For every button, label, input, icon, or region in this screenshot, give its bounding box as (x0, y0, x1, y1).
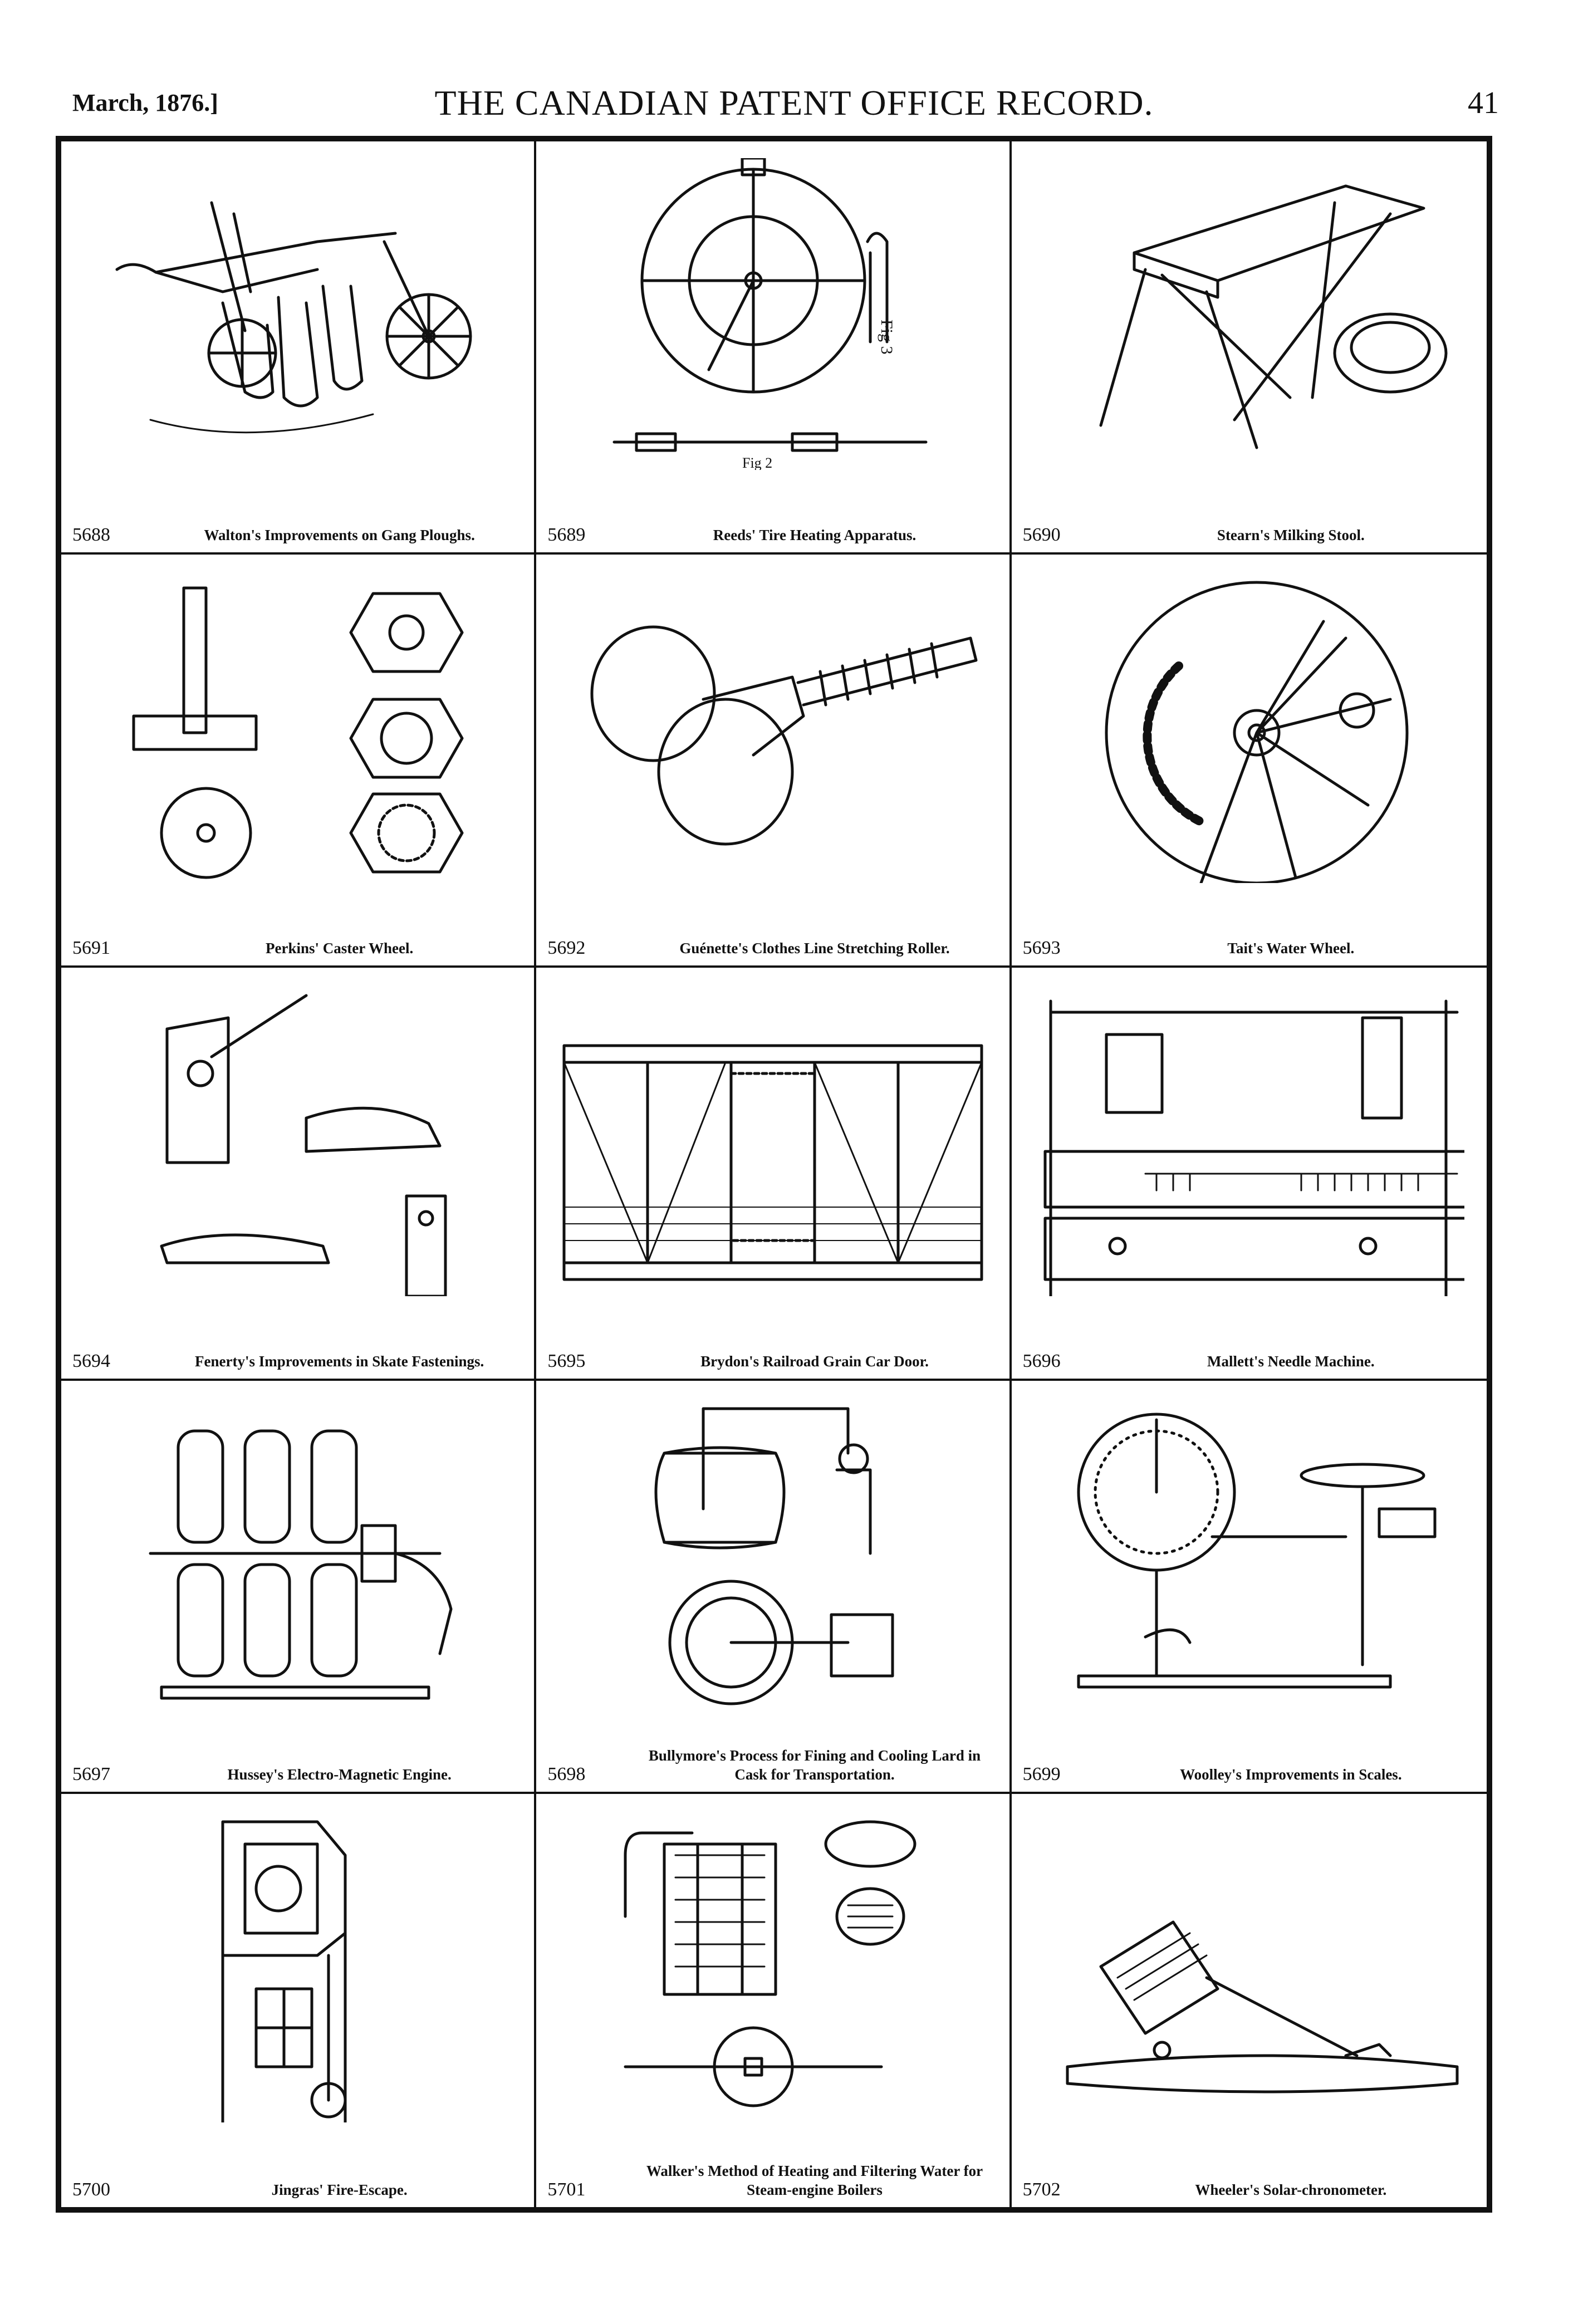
solar-chronometer-illustration (1066, 1920, 1459, 2093)
patent-cell-5695: 5695 Brydon's Railroad Grain Car Door. (536, 968, 1012, 1381)
lard-cooling-cask-illustration (654, 1407, 894, 1705)
patent-title: Wheeler's Solar-chronometer. (1195, 2181, 1387, 2198)
patent-cell-5700: 5700 Jingras' Fire-Escape. (61, 1794, 537, 2207)
patent-title: Jingras' Fire-Escape. (271, 2181, 408, 2198)
patent-title: Perkins' Caster Wheel. (266, 940, 414, 957)
patent-cell-5692: 5692 Guénette's Clothes Line Stretching … (536, 555, 1012, 968)
patent-title: Woolley's Improvements in Scales. (1180, 1766, 1402, 1783)
patent-title: Mallett's Needle Machine. (1207, 1353, 1375, 1370)
patent-title: Fenerty's Improvements in Skate Fastenin… (195, 1353, 484, 1370)
patent-title: Guénette's Clothes Line Stretching Rolle… (679, 940, 950, 957)
patent-cell-5690: 5690 Stearn's Milking Stool. (1011, 141, 1487, 555)
patent-number: 5698 (547, 1764, 586, 1784)
skate-fastening-illustration (160, 994, 447, 1296)
grain-car-door-illustration (562, 1044, 983, 1281)
scales-illustration (1077, 1413, 1437, 1689)
caster-wheel-illustration (132, 586, 464, 879)
header-date: March, 1876.] (72, 89, 218, 116)
patent-title: Brydon's Railroad Grain Car Door. (700, 1353, 929, 1370)
patent-cell-5701: 5701 Walker's Method of Heating and Filt… (536, 1794, 1012, 2207)
patent-number: 5693 (1022, 938, 1061, 958)
patent-cell-5693: 5693 Tait's Water Wheel. (1011, 555, 1487, 968)
fire-escape-illustration (221, 1820, 347, 2122)
electro-magnetic-engine-illustration (149, 1429, 453, 1700)
milking-stool-illustration (1099, 184, 1448, 449)
patent-number: 5692 (547, 938, 586, 958)
patent-cell-5698: 5698 Bullymore's Process for Fining and … (536, 1381, 1012, 1794)
page-title: THE CANADIAN PATENT OFFICE RECORD. (434, 83, 1154, 122)
patent-cell-5702: 5702 Wheeler's Solar-chronometer. (1012, 1794, 1487, 2207)
needle-machine-illustration (1043, 999, 1464, 1296)
fig-2-label: Fig 2 (742, 455, 772, 470)
patent-number: 5695 (547, 1351, 586, 1371)
patent-cell-5694: 5694 Fenerty's Improvements in Skate Fas… (61, 968, 537, 1381)
gang-plough-illustration (115, 201, 472, 434)
water-wheel-illustration (1105, 581, 1409, 883)
patent-title: Tait's Water Wheel. (1227, 940, 1355, 957)
patent-cell-5699: 5699 Woolley's Improvements in Scales. (1011, 1381, 1487, 1794)
patent-cell-5688: 5688 Walton's Improvements on Gang Ploug… (61, 141, 537, 555)
patent-number: 5688 (72, 524, 110, 545)
patent-title: Stearn's Milking Stool. (1217, 527, 1365, 543)
clothes-line-roller-illustration (590, 625, 978, 846)
patent-number: 5697 (72, 1764, 110, 1784)
patent-number: 5691 (72, 938, 110, 958)
boiler-water-heater-illustration (624, 1820, 916, 2107)
patent-illustration-frame: 5688 Walton's Improvements on Gang Ploug… (56, 136, 1492, 2213)
patent-title: Reeds' Tire Heating Apparatus. (713, 527, 916, 543)
patent-title: Bullymore's Process for Fining and Cooli… (648, 1747, 981, 1783)
patent-grid: 5688 Walton's Improvements on Gang Ploug… (61, 141, 1487, 2207)
patent-number: 5690 (1022, 524, 1061, 545)
patent-number: 5700 (72, 2179, 110, 2200)
patent-number: 5699 (1022, 1764, 1061, 1784)
patent-cell-5697: 5697 Hussey's Electro-Magnetic Engine. (61, 1381, 537, 1794)
patent-number: 5702 (1022, 2179, 1061, 2200)
patent-cell-5691: 5691 Perkins' Caster Wheel. (61, 555, 537, 968)
patent-title: Walker's Method of Heating and Filtering… (646, 2163, 983, 2198)
patent-number: 5696 (1022, 1351, 1061, 1371)
fig-3-label: Fig 3 (878, 320, 896, 355)
patent-title: Hussey's Electro-Magnetic Engine. (227, 1766, 452, 1783)
page-number: 41 (1468, 86, 1499, 120)
patent-number: 5694 (72, 1351, 110, 1371)
patent-cell-5696: 5696 Mallett's Needle Machine. (1011, 968, 1487, 1381)
patent-title: Walton's Improvements on Gang Ploughs. (204, 527, 475, 543)
patent-cell-5689: Fig 3 Fig 2 5689 Reeds' Tire Heating App… (536, 141, 1012, 555)
patent-number: 5689 (547, 524, 586, 545)
tire-heater-illustration: Fig 3 Fig 2 (612, 158, 928, 470)
patent-number: 5701 (547, 2179, 586, 2200)
